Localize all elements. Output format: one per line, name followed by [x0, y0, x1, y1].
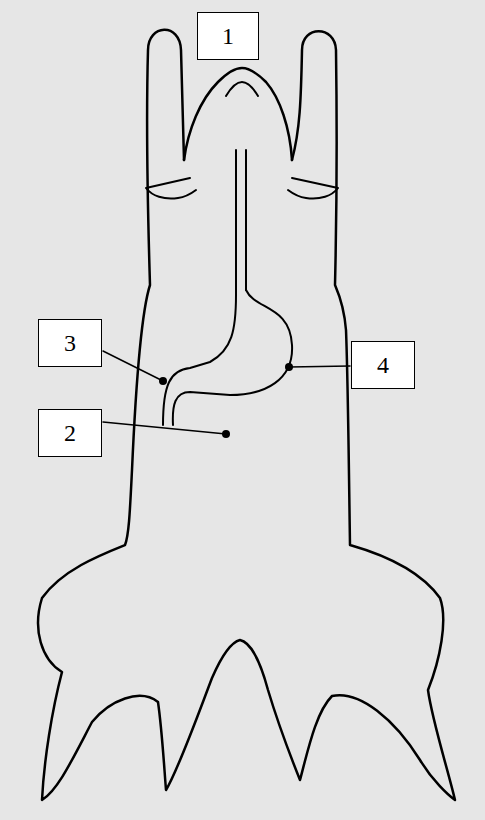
frog-outline: [38, 30, 455, 800]
callout-box: 1: [197, 12, 259, 60]
leader-line: [103, 351, 350, 434]
frog-snout: [226, 82, 258, 96]
callout-number: 1: [222, 24, 234, 48]
frog-left-eye: [146, 178, 196, 199]
callout-number: 2: [64, 421, 76, 445]
callout-box: 3: [38, 319, 102, 367]
callout-box: 2: [38, 409, 102, 457]
stomach-inner: [163, 295, 236, 425]
callout-number: 3: [64, 331, 76, 355]
esophagus: [236, 150, 246, 295]
callout-box: 4: [351, 341, 415, 389]
callout-number: 4: [377, 353, 389, 377]
leader-dot: [222, 430, 230, 438]
stomach-outer: [173, 290, 292, 425]
leader-dot: [159, 377, 167, 385]
frog-right-eye: [288, 178, 338, 199]
leader-dot: [285, 363, 293, 371]
frog-head: [184, 68, 292, 160]
